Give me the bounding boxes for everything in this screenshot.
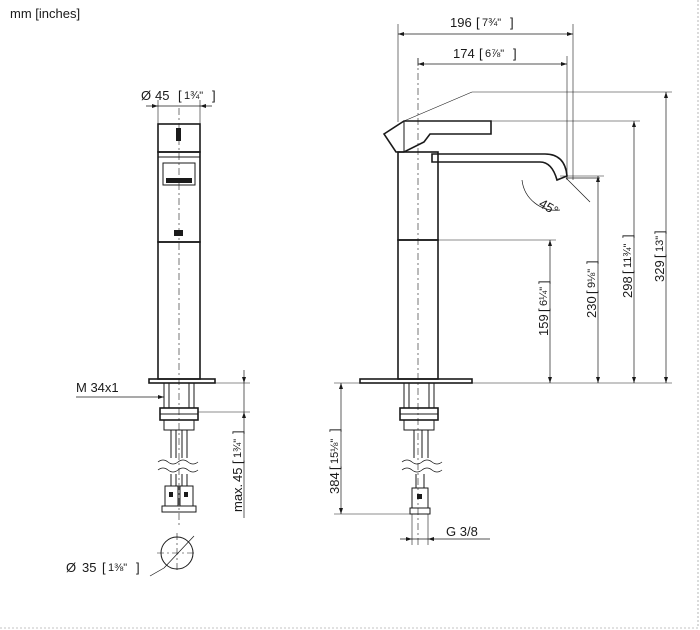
svg-text:384: 384	[327, 472, 342, 494]
front-lever-mark	[176, 128, 181, 141]
svg-text:]: ]	[513, 46, 517, 61]
front-view	[148, 108, 216, 525]
dim-width-total: 196 [ 7¾" ]	[397, 15, 574, 180]
svg-text:329: 329	[652, 260, 667, 282]
svg-text:]: ]	[584, 260, 599, 264]
svg-text:1¾": 1¾"	[232, 439, 244, 458]
svg-text:1⅜": 1⅜"	[108, 562, 127, 574]
dim-max-depth: max. 45 [ 1¾" ]	[198, 370, 250, 518]
side-spout	[431, 153, 568, 182]
svg-text:6⅞": 6⅞"	[485, 48, 504, 60]
dim-lever-angle: 45°	[521, 177, 600, 219]
front-nut-lower	[163, 419, 195, 431]
side-base-plate	[359, 378, 473, 384]
svg-text:1¾": 1¾"	[184, 90, 203, 102]
front-aerator-slot	[166, 178, 192, 183]
svg-text:Ø: Ø	[141, 88, 151, 103]
svg-text:[: [	[584, 290, 599, 294]
dim-height-159: 159 [ 6¼" ]	[536, 240, 552, 383]
svg-text:[: [	[178, 88, 182, 103]
svg-text:max.: max.	[230, 484, 245, 512]
dim-hose-length: 384 [ 15⅛" ]	[327, 382, 412, 515]
dim-body-diameter: Ø 45 [ 1¾" ]	[141, 88, 216, 124]
svg-text:9⅛": 9⅛"	[586, 269, 598, 288]
svg-text:45: 45	[230, 468, 245, 482]
svg-text:[: [	[230, 460, 245, 464]
svg-text:174: 174	[453, 46, 475, 61]
front-fitting-mark-r	[184, 492, 188, 497]
front-fitting-mark-l	[169, 492, 173, 497]
svg-text:45: 45	[155, 88, 169, 103]
svg-text:G 3/8: G 3/8	[446, 524, 478, 539]
svg-text:[: [	[620, 270, 635, 274]
svg-text:[: [	[327, 466, 342, 470]
svg-text:]: ]	[136, 560, 140, 575]
lever-travel-line	[403, 91, 473, 122]
dim-hole-diameter: Ø 35 [ 1⅜" ]	[66, 533, 197, 577]
svg-text:[: [	[652, 254, 667, 258]
side-fitting-base	[409, 507, 431, 515]
front-fitting-base	[161, 505, 197, 513]
svg-text:159: 159	[536, 314, 551, 336]
svg-text:]: ]	[212, 88, 216, 103]
svg-text:45°: 45°	[537, 196, 562, 219]
svg-text:]: ]	[536, 280, 551, 284]
svg-text:6¼": 6¼"	[538, 287, 550, 306]
front-break-top	[157, 459, 199, 465]
svg-text:]: ]	[510, 15, 514, 30]
side-lever-handle	[382, 120, 492, 153]
side-nut-lower	[403, 419, 435, 431]
svg-text:]: ]	[652, 230, 667, 234]
dim-height-230: 230 [ 9⅛" ]	[584, 176, 600, 383]
dim-connection: G 3/8	[400, 514, 490, 545]
dim-height-298: 298 [ 11¾" ]	[620, 121, 636, 383]
svg-text:7¾": 7¾"	[482, 17, 501, 29]
svg-text:]: ]	[327, 428, 342, 432]
side-fitting-mark	[417, 494, 422, 499]
svg-text:[: [	[536, 308, 551, 312]
front-break-bottom	[157, 467, 199, 473]
side-view	[359, 58, 568, 545]
svg-text:[: [	[476, 15, 480, 30]
svg-text:15⅛": 15⅛"	[329, 439, 341, 464]
svg-text:230: 230	[584, 296, 599, 318]
svg-text:298: 298	[620, 276, 635, 298]
dim-height-329: 329 [ 13" ]	[652, 92, 668, 383]
front-indicator	[174, 230, 183, 236]
svg-text:35: 35	[82, 560, 96, 575]
units-label: mm [inches]	[10, 6, 80, 21]
svg-text:13": 13"	[654, 236, 666, 252]
dim-width-spout: 174 [ 6⅞" ]	[417, 46, 568, 180]
svg-text:Ø: Ø	[66, 560, 76, 575]
svg-text:[: [	[102, 560, 106, 575]
svg-text:M 34x1: M 34x1	[76, 380, 119, 395]
front-base-plate	[148, 378, 216, 384]
svg-text:11¾": 11¾"	[622, 243, 634, 268]
svg-text:]: ]	[230, 430, 245, 434]
svg-text:]: ]	[620, 234, 635, 238]
svg-text:196: 196	[450, 15, 472, 30]
front-aerator	[162, 162, 196, 186]
dim-thread: M 34x1	[76, 380, 164, 399]
svg-text:[: [	[479, 46, 483, 61]
